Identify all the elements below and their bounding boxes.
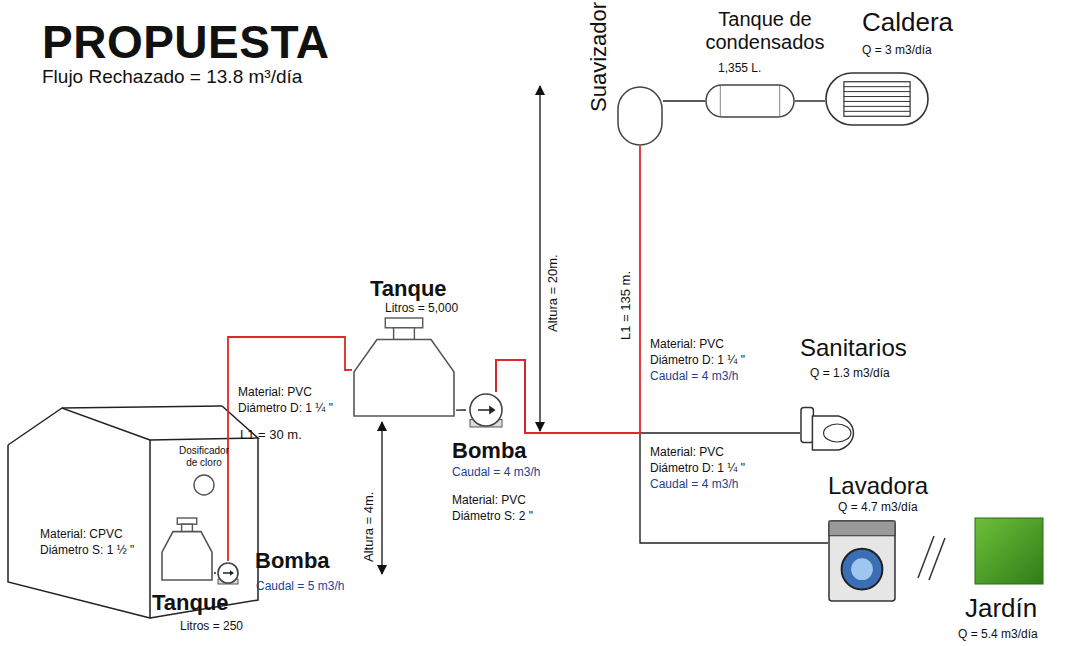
node-label: Tanque de condensados	[695, 8, 835, 54]
pipe-annotation: Material: PVC	[452, 494, 526, 508]
node-sublabel: Q = 3 m3/día	[862, 44, 932, 58]
pump-symbol: BombaCaudal = 5 m3/h	[216, 561, 240, 585]
pipe-connector	[214, 572, 216, 573]
pipe-connector	[456, 409, 466, 411]
node-label: Lavadora	[828, 472, 928, 500]
node-sublabel: Q = 4.7 m3/día	[838, 501, 918, 515]
pipe-annotation: Altura = 20m.	[546, 254, 561, 332]
condensate-tank-outline	[705, 84, 795, 118]
node-label: Tanque	[152, 590, 229, 615]
pump-symbol: BombaCaudal = 4 m3/h	[466, 392, 506, 428]
softener-vessel-outline	[617, 86, 663, 146]
pipe-annotation: Altura = 4m.	[362, 492, 377, 562]
node-label: Sanitarios	[800, 334, 907, 362]
node-sublabel: Litros = 5,000	[385, 302, 458, 316]
pipe-connector	[795, 100, 825, 101]
node-sublabel: 1,355 L.	[718, 62, 761, 76]
pipe-annotation: Diámetro S: 1 ½ "	[40, 544, 134, 558]
pipe-connector	[228, 337, 352, 561]
node-label: Bomba	[452, 438, 527, 463]
node-label: Dosificador de cloro	[174, 445, 234, 468]
washer-symbol-outline	[828, 520, 896, 602]
node-sublabel: Q = 1.3 m3/día	[810, 367, 890, 381]
subtitle-note: Flujo Rechazado = 13.8 m³/día	[42, 66, 302, 88]
pipe-annotation: L1 = 30 m.	[240, 428, 302, 443]
pipe-annotation: Material: PVC	[650, 446, 724, 460]
pipe-annotation: Diámetro D: 1 ¼ "	[238, 402, 333, 416]
pump-symbol-outline	[216, 561, 240, 585]
storage-tank-outline	[160, 518, 214, 580]
washer-symbol: LavadoraQ = 4.7 m3/día	[828, 520, 896, 602]
pipe-annotation: Diámetro S: 2 "	[452, 510, 533, 524]
pipe-annotation: Caudal = 4 m3/h	[650, 370, 738, 384]
diagram-title: PROPUESTA	[42, 16, 329, 69]
storage-tank: TanqueLitros = 5,000	[352, 318, 456, 416]
garden-symbol: JardínQ = 5.4 m3/día	[975, 518, 1043, 584]
toilet-symbol-outline	[800, 405, 862, 455]
node-label: Tanque	[370, 276, 447, 301]
node-sublabel: Q = 5.4 m3/día	[958, 628, 1038, 642]
toilet-symbol: SanitariosQ = 1.3 m3/día	[800, 405, 862, 455]
pipe-connector	[496, 146, 640, 433]
pipe-annotation: Material: CPVC	[40, 528, 123, 542]
height-dimension	[539, 86, 540, 431]
node-label: Jardín	[965, 594, 1037, 624]
node-label: Bomba	[255, 548, 330, 573]
node-label: Caldera	[862, 8, 953, 38]
pipe-annotation: Diámetro D: 1 ¼ "	[650, 462, 745, 476]
pipe-annotation: L1 = 135 m.	[619, 271, 634, 340]
pipe-annotation: Diámetro D: 1 ¼ "	[650, 354, 745, 368]
storage-tank-outline	[352, 318, 456, 416]
pipe-connector	[663, 100, 705, 101]
softener-vessel: Suavizador	[617, 86, 663, 146]
pipe-connector	[496, 360, 828, 543]
boiler-symbol: CalderaQ = 3 m3/día	[825, 72, 929, 126]
condensate-tank: Tanque de condensados1,355 L.	[705, 84, 795, 118]
height-dimension	[381, 422, 382, 574]
node-label: Suavizador	[586, 2, 611, 112]
garden-symbol-outline	[975, 518, 1043, 584]
pipe-annotation: Material: PVC	[238, 386, 312, 400]
storage-tank: TanqueLitros = 250	[160, 518, 214, 580]
pipe-connector	[496, 360, 800, 433]
pump-symbol-outline	[466, 392, 506, 428]
pipe-annotation: Material: PVC	[650, 338, 724, 352]
building-outline	[8, 406, 258, 618]
node-sublabel: Caudal = 4 m3/h	[452, 466, 540, 480]
chlorine-doser: Dosificador de cloro	[193, 474, 215, 496]
chlorine-doser-outline	[193, 474, 215, 496]
pipe-annotation: Caudal = 4 m3/h	[650, 478, 738, 492]
node-sublabel: Caudal = 5 m3/h	[256, 580, 344, 594]
boiler-symbol-outline	[825, 72, 929, 126]
break-mark	[918, 536, 945, 580]
node-sublabel: Litros = 250	[180, 620, 243, 634]
